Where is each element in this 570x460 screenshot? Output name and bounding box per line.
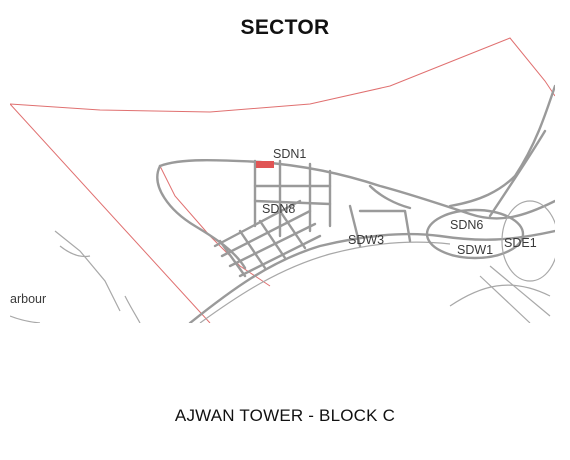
map-canvas: SDN1 SDN8 SDN6 SDW3 SDW1 SDE1 arbour (10, 37, 555, 323)
page-title: SECTOR (240, 16, 330, 39)
sector-boundary (10, 37, 555, 323)
label-sdn1: SDN1 (273, 147, 306, 161)
label-sdw1: SDW1 (457, 243, 493, 257)
label-sdn6: SDN6 (450, 218, 483, 232)
label-harbour-edge: arbour (10, 292, 46, 306)
sdn8-grid (213, 199, 322, 278)
sdn1-grid (253, 159, 332, 238)
label-sdw3: SDW3 (348, 233, 384, 247)
west-roads (10, 230, 141, 323)
east-interchange (425, 84, 555, 323)
highway-south-lane (199, 241, 451, 323)
label-sdn8: SDN8 (262, 202, 295, 216)
label-sde1: SDE1 (504, 236, 537, 250)
sector-map[interactable]: SDN1 SDN8 SDN6 SDW3 SDW1 SDE1 arbour (10, 36, 555, 323)
building-caption: AJWAN TOWER - BLOCK C (174, 406, 396, 425)
loop-road-west (156, 164, 247, 270)
highway-south (188, 229, 555, 323)
sdw3-area (348, 184, 412, 248)
sdn1-highlight[interactable] (256, 161, 274, 168)
highway-main (158, 159, 555, 220)
